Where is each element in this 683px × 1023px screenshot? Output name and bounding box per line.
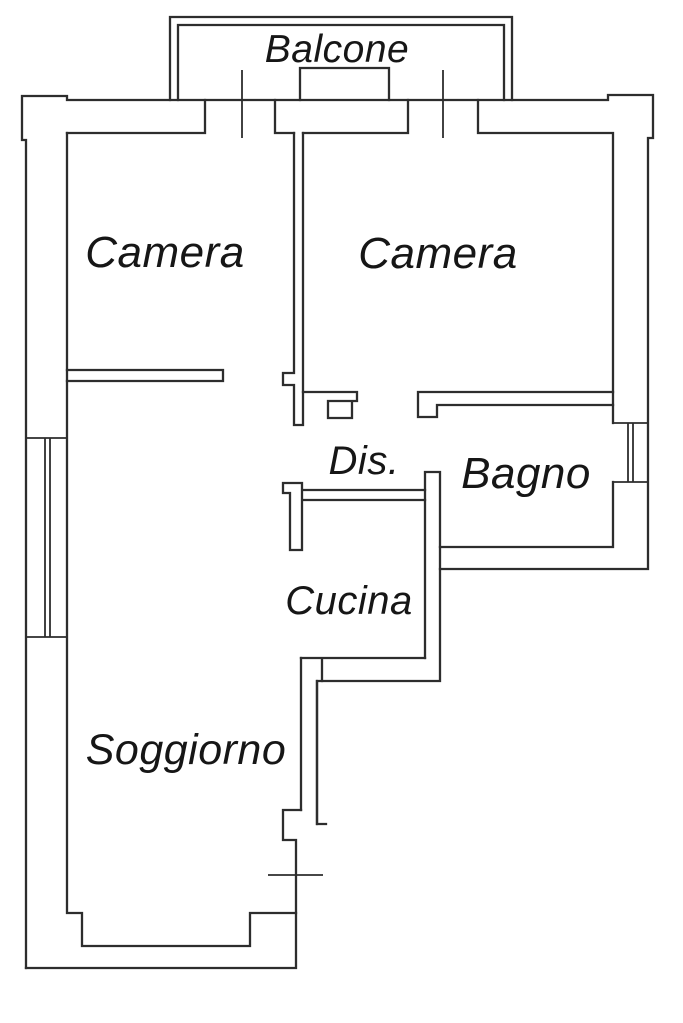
window-soggiorno-left (26, 437, 67, 638)
camera-bagno-wall (416, 390, 615, 419)
soggiorno-right-wall (299, 656, 319, 826)
cucina-left-stub (281, 481, 304, 552)
balcony-threshold (298, 66, 391, 102)
room-label-balcone: Balcone (265, 28, 409, 71)
room-label-camera-left: Camera (85, 228, 245, 277)
door-marks (241, 70, 444, 876)
walls (20, 93, 655, 970)
bagno-left-wall (423, 470, 442, 660)
balcony-railing (168, 15, 514, 102)
room-labels: Balcone Camera Camera Dis. Bagno Cucina … (85, 28, 591, 774)
dis-door-jamb (301, 390, 359, 420)
room-label-cucina: Cucina (285, 579, 413, 623)
cucina-bottom-wall (299, 656, 427, 683)
balcony-door-marks (241, 70, 444, 138)
dis-cucina-wall (301, 488, 427, 502)
partition-camera-soggiorno (65, 368, 225, 383)
room-label-soggiorno: Soggiorno (86, 726, 287, 774)
room-label-dis: Dis. (329, 439, 400, 483)
room-label-bagno: Bagno (461, 449, 591, 498)
room-label-camera-right: Camera (358, 229, 518, 278)
inner-left-wall (65, 131, 298, 948)
window-bagno-right (614, 422, 648, 483)
balcony-outline (168, 15, 514, 102)
inner-top-and-right-wall (65, 98, 615, 549)
central-wall (281, 131, 305, 427)
windows (26, 422, 648, 638)
outer-wall (20, 93, 655, 970)
outer-wall-bottom-entry (24, 808, 303, 970)
